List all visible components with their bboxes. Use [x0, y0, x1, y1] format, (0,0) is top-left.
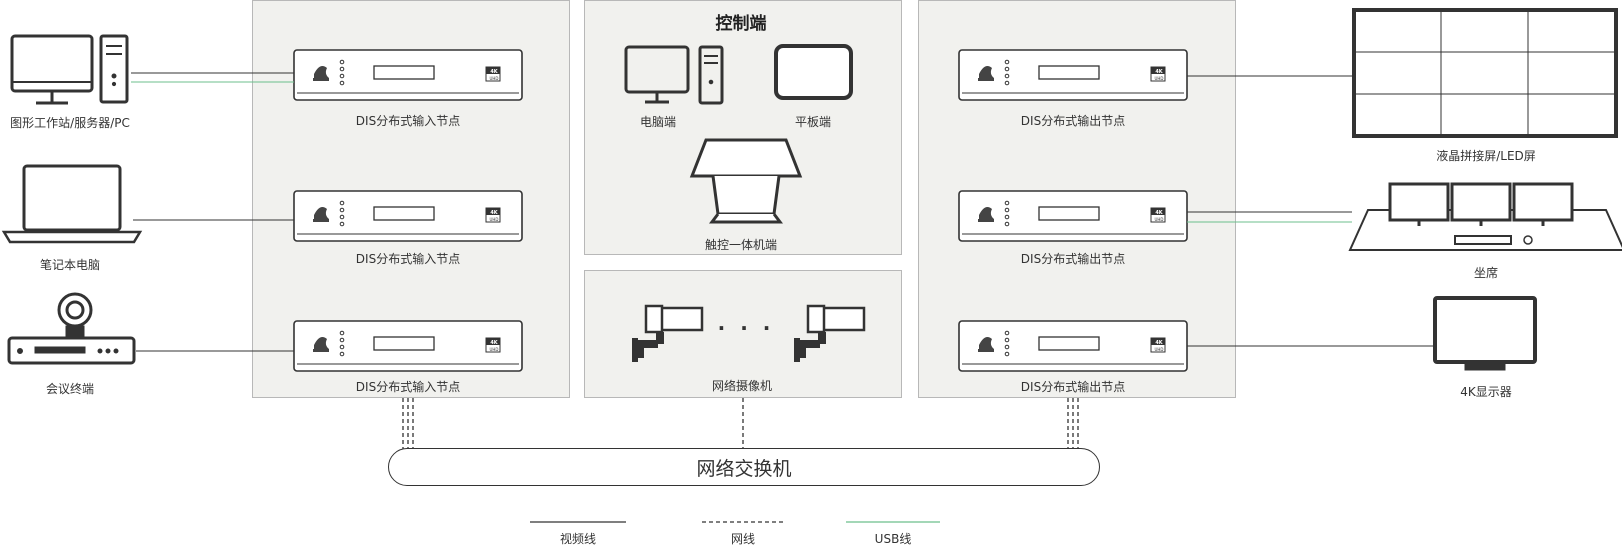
output-node-device-3 [958, 320, 1188, 372]
badge-bottom-in-1: UHD [489, 76, 498, 81]
control-title: 控制端 [715, 14, 767, 34]
output-node-label-2: DIS分布式输出节点 [1020, 252, 1126, 266]
input-node-label-1: DIS分布式输入节点 [355, 114, 461, 128]
seat-label: 坐席 [1473, 266, 1499, 280]
control-pc-icon [624, 45, 724, 105]
badge-top-in-2: 4K [490, 210, 498, 216]
input-node-device-3 [293, 320, 523, 372]
seat-icon [1348, 182, 1622, 251]
output-node-device-2 [958, 190, 1188, 242]
camera-icon-1 [630, 304, 704, 364]
output-node-label-1: DIS分布式输出节点 [1020, 114, 1126, 128]
camera-ellipsis: · · · [717, 316, 775, 340]
badge-bottom-in-3: UHD [489, 347, 498, 352]
network-switch: 网络交换机 [388, 448, 1100, 486]
network-switch-label: 网络交换机 [696, 457, 792, 480]
tablet-icon [774, 44, 853, 100]
workstation-label: 图形工作站/服务器/PC [10, 116, 130, 130]
monitor4k-label: 4K显示器 [1460, 385, 1512, 399]
videowall-label: 液晶拼接屏/LED屏 [1436, 149, 1536, 163]
badge-top-out-1: 4K [1155, 69, 1163, 75]
monitor-4k-icon [1433, 296, 1537, 371]
camera-panel [584, 270, 902, 398]
camera-label: 网络摄像机 [711, 379, 773, 393]
badge-bottom-out-3: UHD [1154, 347, 1163, 352]
input-node-label-3: DIS分布式输入节点 [355, 380, 461, 394]
legend-usb-label: USB线 [874, 532, 912, 546]
badge-top-out-3: 4K [1155, 340, 1163, 346]
kiosk-icon [689, 138, 803, 224]
video-wall-icon [1352, 8, 1618, 138]
input-node-device-2 [293, 190, 523, 242]
badge-top-in-1: 4K [490, 69, 498, 75]
badge-bottom-in-2: UHD [489, 217, 498, 222]
control-pc-label: 电脑端 [639, 115, 677, 129]
output-node-label-3: DIS分布式输出节点 [1020, 380, 1126, 394]
control-tablet-label: 平板端 [794, 115, 832, 129]
input-node-label-2: DIS分布式输入节点 [355, 252, 461, 266]
output-node-device-1 [958, 49, 1188, 101]
legend-video-label: 视频线 [559, 532, 597, 546]
badge-bottom-out-2: UHD [1154, 217, 1163, 222]
laptop-icon [1, 164, 143, 244]
legend-network-label: 网线 [730, 532, 756, 546]
conference-terminal-icon [7, 292, 136, 365]
badge-bottom-out-1: UHD [1154, 76, 1163, 81]
laptop-label: 笔记本电脑 [39, 258, 101, 272]
camera-icon-2 [792, 304, 866, 364]
badge-top-out-2: 4K [1155, 210, 1163, 216]
control-kiosk-label: 触控一体机端 [704, 238, 778, 252]
conference-label: 会议终端 [45, 382, 95, 396]
badge-top-in-3: 4K [490, 340, 498, 346]
workstation-icon [10, 34, 129, 105]
input-node-device-1 [293, 49, 523, 101]
